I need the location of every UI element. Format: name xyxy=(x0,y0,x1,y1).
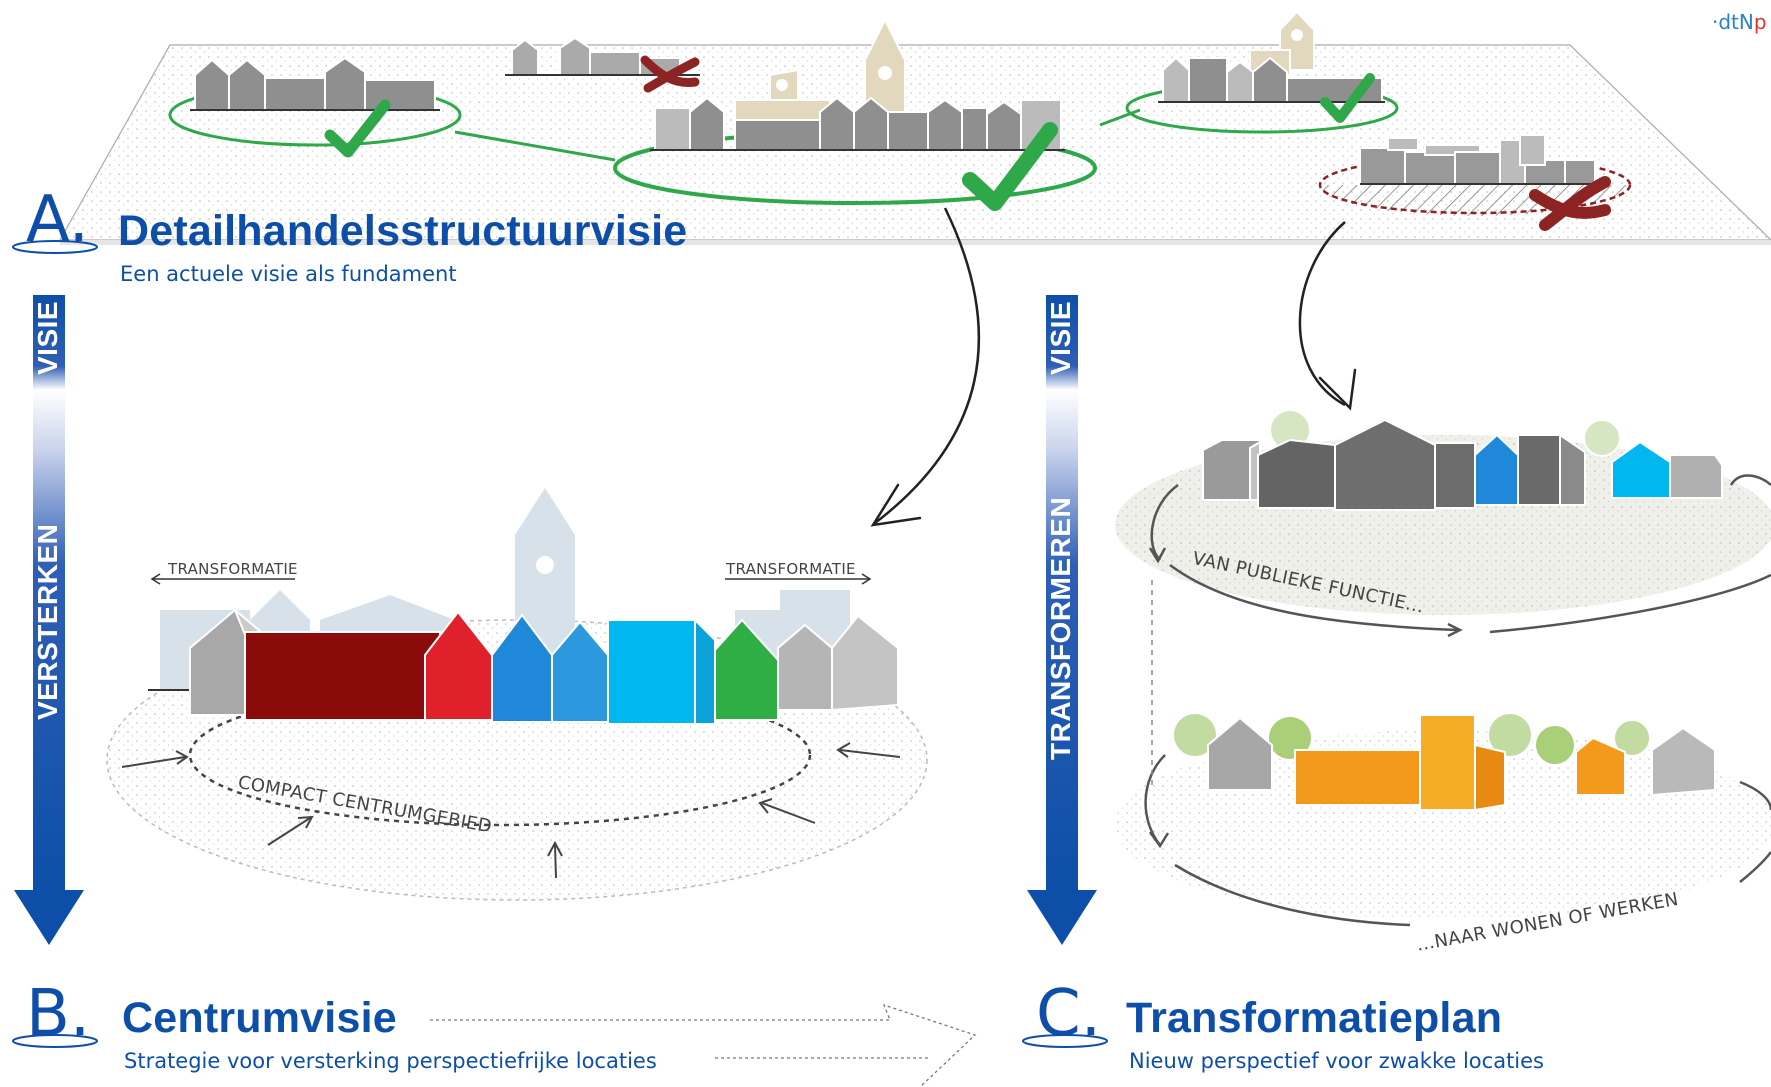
right-arrow-visie-label: VISIE xyxy=(1045,300,1076,375)
transformation-cycle xyxy=(1115,409,1771,927)
b-to-c-arrow xyxy=(430,1003,977,1087)
site-center-approved xyxy=(613,17,1097,211)
section-a-subtitle: Een actuele visie als fundament xyxy=(120,262,457,286)
site-right-approved xyxy=(1125,10,1399,134)
section-b-letter: B. xyxy=(26,977,91,1051)
section-c-letter: C. xyxy=(1036,977,1102,1051)
section-a-title: Detailhandelsstructuurvisie xyxy=(118,207,688,255)
left-arrow-versterken-label: VERSTERKEN xyxy=(32,523,63,720)
letter-swooshes xyxy=(12,240,1108,1048)
logo-suffix: p xyxy=(1753,10,1767,34)
left-arrow xyxy=(14,295,84,945)
section-b-title: Centrumvisie xyxy=(122,994,397,1042)
dtnp-logo: ·dtNp xyxy=(1712,10,1767,34)
site-small-rejected xyxy=(505,36,700,93)
section-b-subtitle: Strategie voor versterking perspectiefri… xyxy=(124,1049,657,1073)
logo-prefix: ·dtN xyxy=(1712,10,1754,34)
transformatie-left-label: TRANSFORMATIE xyxy=(168,560,298,578)
section-c-title: Transformatieplan xyxy=(1126,994,1503,1042)
right-arrow xyxy=(1027,295,1097,945)
centre-platform xyxy=(106,488,928,901)
transformatie-right-label: TRANSFORMATIE xyxy=(726,560,856,578)
right-arrow-transformeren-label: TRANSFORMEREN xyxy=(1045,496,1076,760)
site-left-approved xyxy=(168,56,462,158)
section-a-letter: A. xyxy=(26,183,89,257)
section-c-subtitle: Nieuw perspectief voor zwakke locaties xyxy=(1129,1049,1544,1073)
left-arrow-visie-label: VISIE xyxy=(32,300,63,375)
site-right-rejected xyxy=(1318,134,1632,231)
